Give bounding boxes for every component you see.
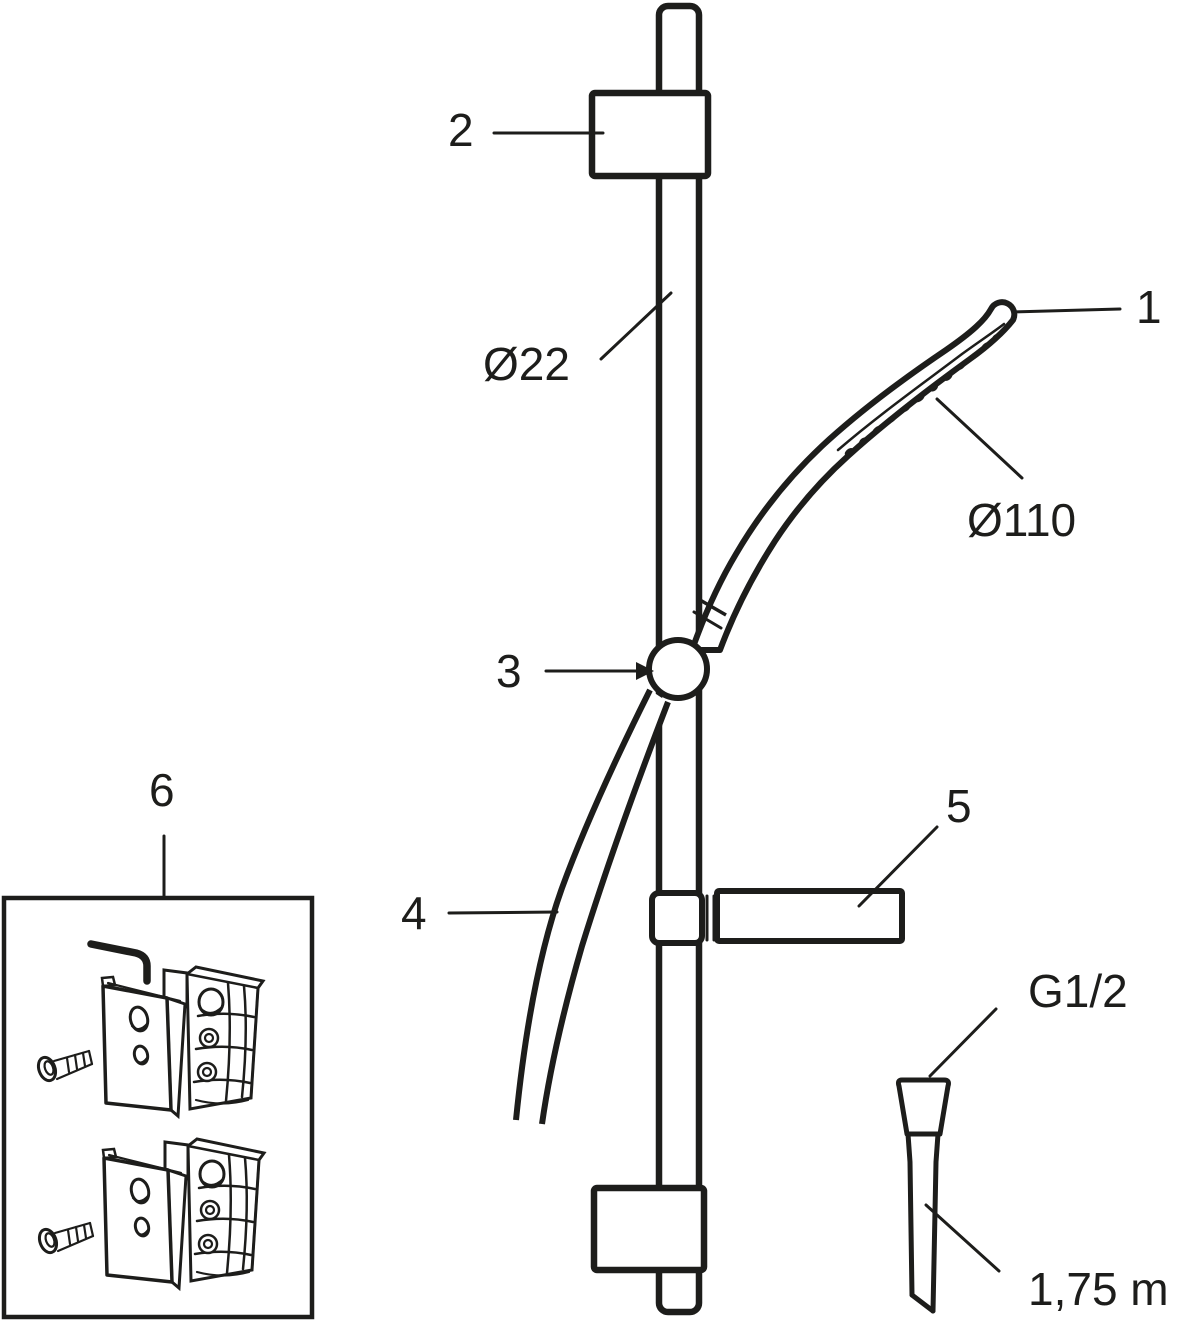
shower-hose <box>513 688 671 1125</box>
dimension-hose-length: 1,75 m <box>1028 1263 1169 1315</box>
callout-1: 1 <box>1136 281 1162 333</box>
hose-stub-right <box>930 1131 941 1314</box>
soap-dish <box>649 888 905 946</box>
hose-stub-cut <box>909 1292 936 1314</box>
dimension-bar-diameter: Ø22 <box>483 338 570 390</box>
dimension-spray-diameter: Ø110 <box>967 494 1076 546</box>
callout-4: 4 <box>401 887 427 939</box>
leader-part5 <box>857 825 939 908</box>
leader-thread <box>928 1007 998 1078</box>
hose-end-fitting <box>895 1077 951 1314</box>
callout-3: 3 <box>496 645 522 697</box>
dimension-thread: G1/2 <box>1028 965 1128 1017</box>
allen-key <box>87 940 151 985</box>
spray-nozzles <box>844 333 1000 456</box>
mounting-detail-box <box>1 895 315 1320</box>
callout-labels: 1 2 3 4 5 6 Ø22 Ø110 G1/2 1,75 m <box>149 104 1169 1315</box>
hose-edge-left <box>513 688 653 1121</box>
leader-part1 <box>1011 307 1122 314</box>
callout-2: 2 <box>448 104 474 156</box>
callout-leaders <box>162 131 1122 1273</box>
hose-stub-left <box>905 1131 915 1298</box>
holder-joint-line <box>692 610 723 630</box>
soap-dish-tray <box>714 888 905 944</box>
wall-bracket-bottom <box>590 1184 708 1274</box>
hose-edge-right <box>539 700 671 1125</box>
leader-part3-arrowhead <box>636 662 654 680</box>
spray-face-line <box>836 322 1006 452</box>
callout-6: 6 <box>149 764 175 816</box>
callout-5: 5 <box>946 780 972 832</box>
conical-nut <box>895 1077 951 1137</box>
leader-hose-length <box>924 1203 1001 1273</box>
wall-bracket-top <box>588 89 712 180</box>
leader-part4 <box>447 910 559 915</box>
handle-joint-line <box>699 598 727 617</box>
slider-knob <box>646 637 710 701</box>
leader-bar-diameter <box>599 291 673 361</box>
detail-box-frame <box>1 895 315 1320</box>
soap-dish-clamp <box>649 890 705 946</box>
leader-spray-diameter <box>935 397 1024 480</box>
hand-shower <box>689 299 1018 653</box>
